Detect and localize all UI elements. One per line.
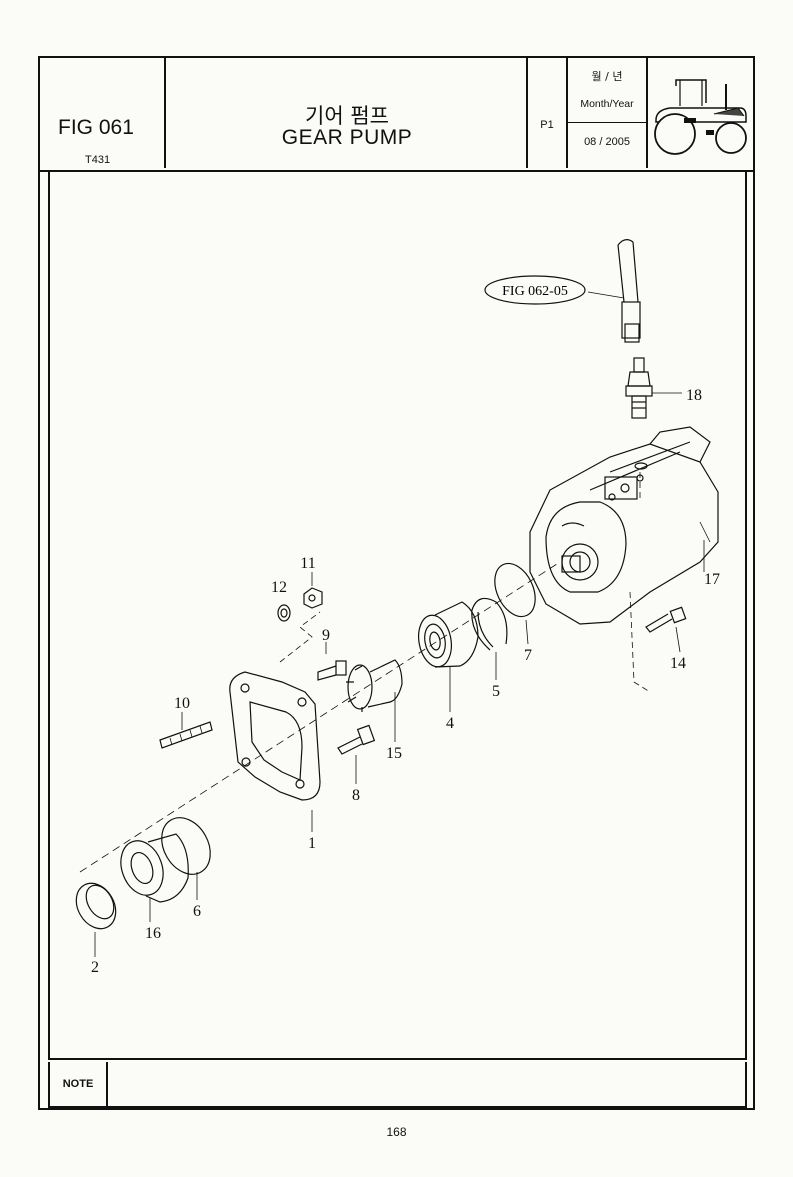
date-label-korean: 월 / 년: [591, 70, 623, 83]
part-label-9: 9: [322, 627, 330, 644]
title-english: GEAR PUMP: [281, 126, 413, 149]
date-divider: [568, 122, 646, 123]
date-label-english: Month/Year: [580, 98, 634, 110]
note-label-cell: NOTE: [50, 1062, 108, 1106]
title-korean: 기어 펌프: [305, 104, 389, 128]
page-code-cell: P1: [528, 58, 568, 168]
tractor-icon-cell: [648, 58, 753, 168]
model-code: T431: [85, 154, 111, 166]
part-label-15: 15: [386, 745, 402, 762]
part-label-14: 14: [670, 655, 686, 672]
date-value: 08 / 2005: [584, 136, 630, 148]
part-label-18: 18: [686, 387, 702, 404]
title-cell: 기어 펌프 GEAR PUMP: [166, 58, 528, 168]
part-label-1: 1: [308, 835, 316, 852]
part-label-5: 5: [492, 683, 500, 700]
page-number: 168: [386, 1125, 407, 1139]
part-label-10: 10: [174, 695, 190, 712]
part-label-2: 2: [91, 959, 99, 976]
part-label-11: 11: [300, 555, 315, 572]
part-label-12: 12: [271, 579, 287, 596]
sheet-frame: FIG 061 T431 기어 펌프 GEAR PUMP P1 월 / 년 Mo…: [38, 56, 755, 1110]
fig-cell: FIG 061 T431: [40, 58, 166, 168]
note-section: NOTE: [48, 1062, 747, 1108]
tractor-icon: [654, 79, 747, 155]
part-label-7: 7: [524, 647, 532, 664]
part-label-6: 6: [193, 903, 201, 920]
fig-number: FIG 061: [58, 116, 134, 139]
part-label-4: 4: [446, 715, 454, 732]
title-block: FIG 061 T431 기어 펌프 GEAR PUMP P1 월 / 년 Mo…: [40, 58, 753, 172]
reference-callout: FIG 062-05: [502, 284, 568, 299]
part-label-8: 8: [352, 787, 360, 804]
date-cell: 월 / 년 Month/Year 08 / 2005: [568, 58, 648, 168]
page-code: P1: [540, 119, 554, 131]
part-label-17: 17: [704, 571, 720, 588]
part-label-16: 16: [145, 925, 161, 942]
note-label: NOTE: [62, 1078, 94, 1090]
